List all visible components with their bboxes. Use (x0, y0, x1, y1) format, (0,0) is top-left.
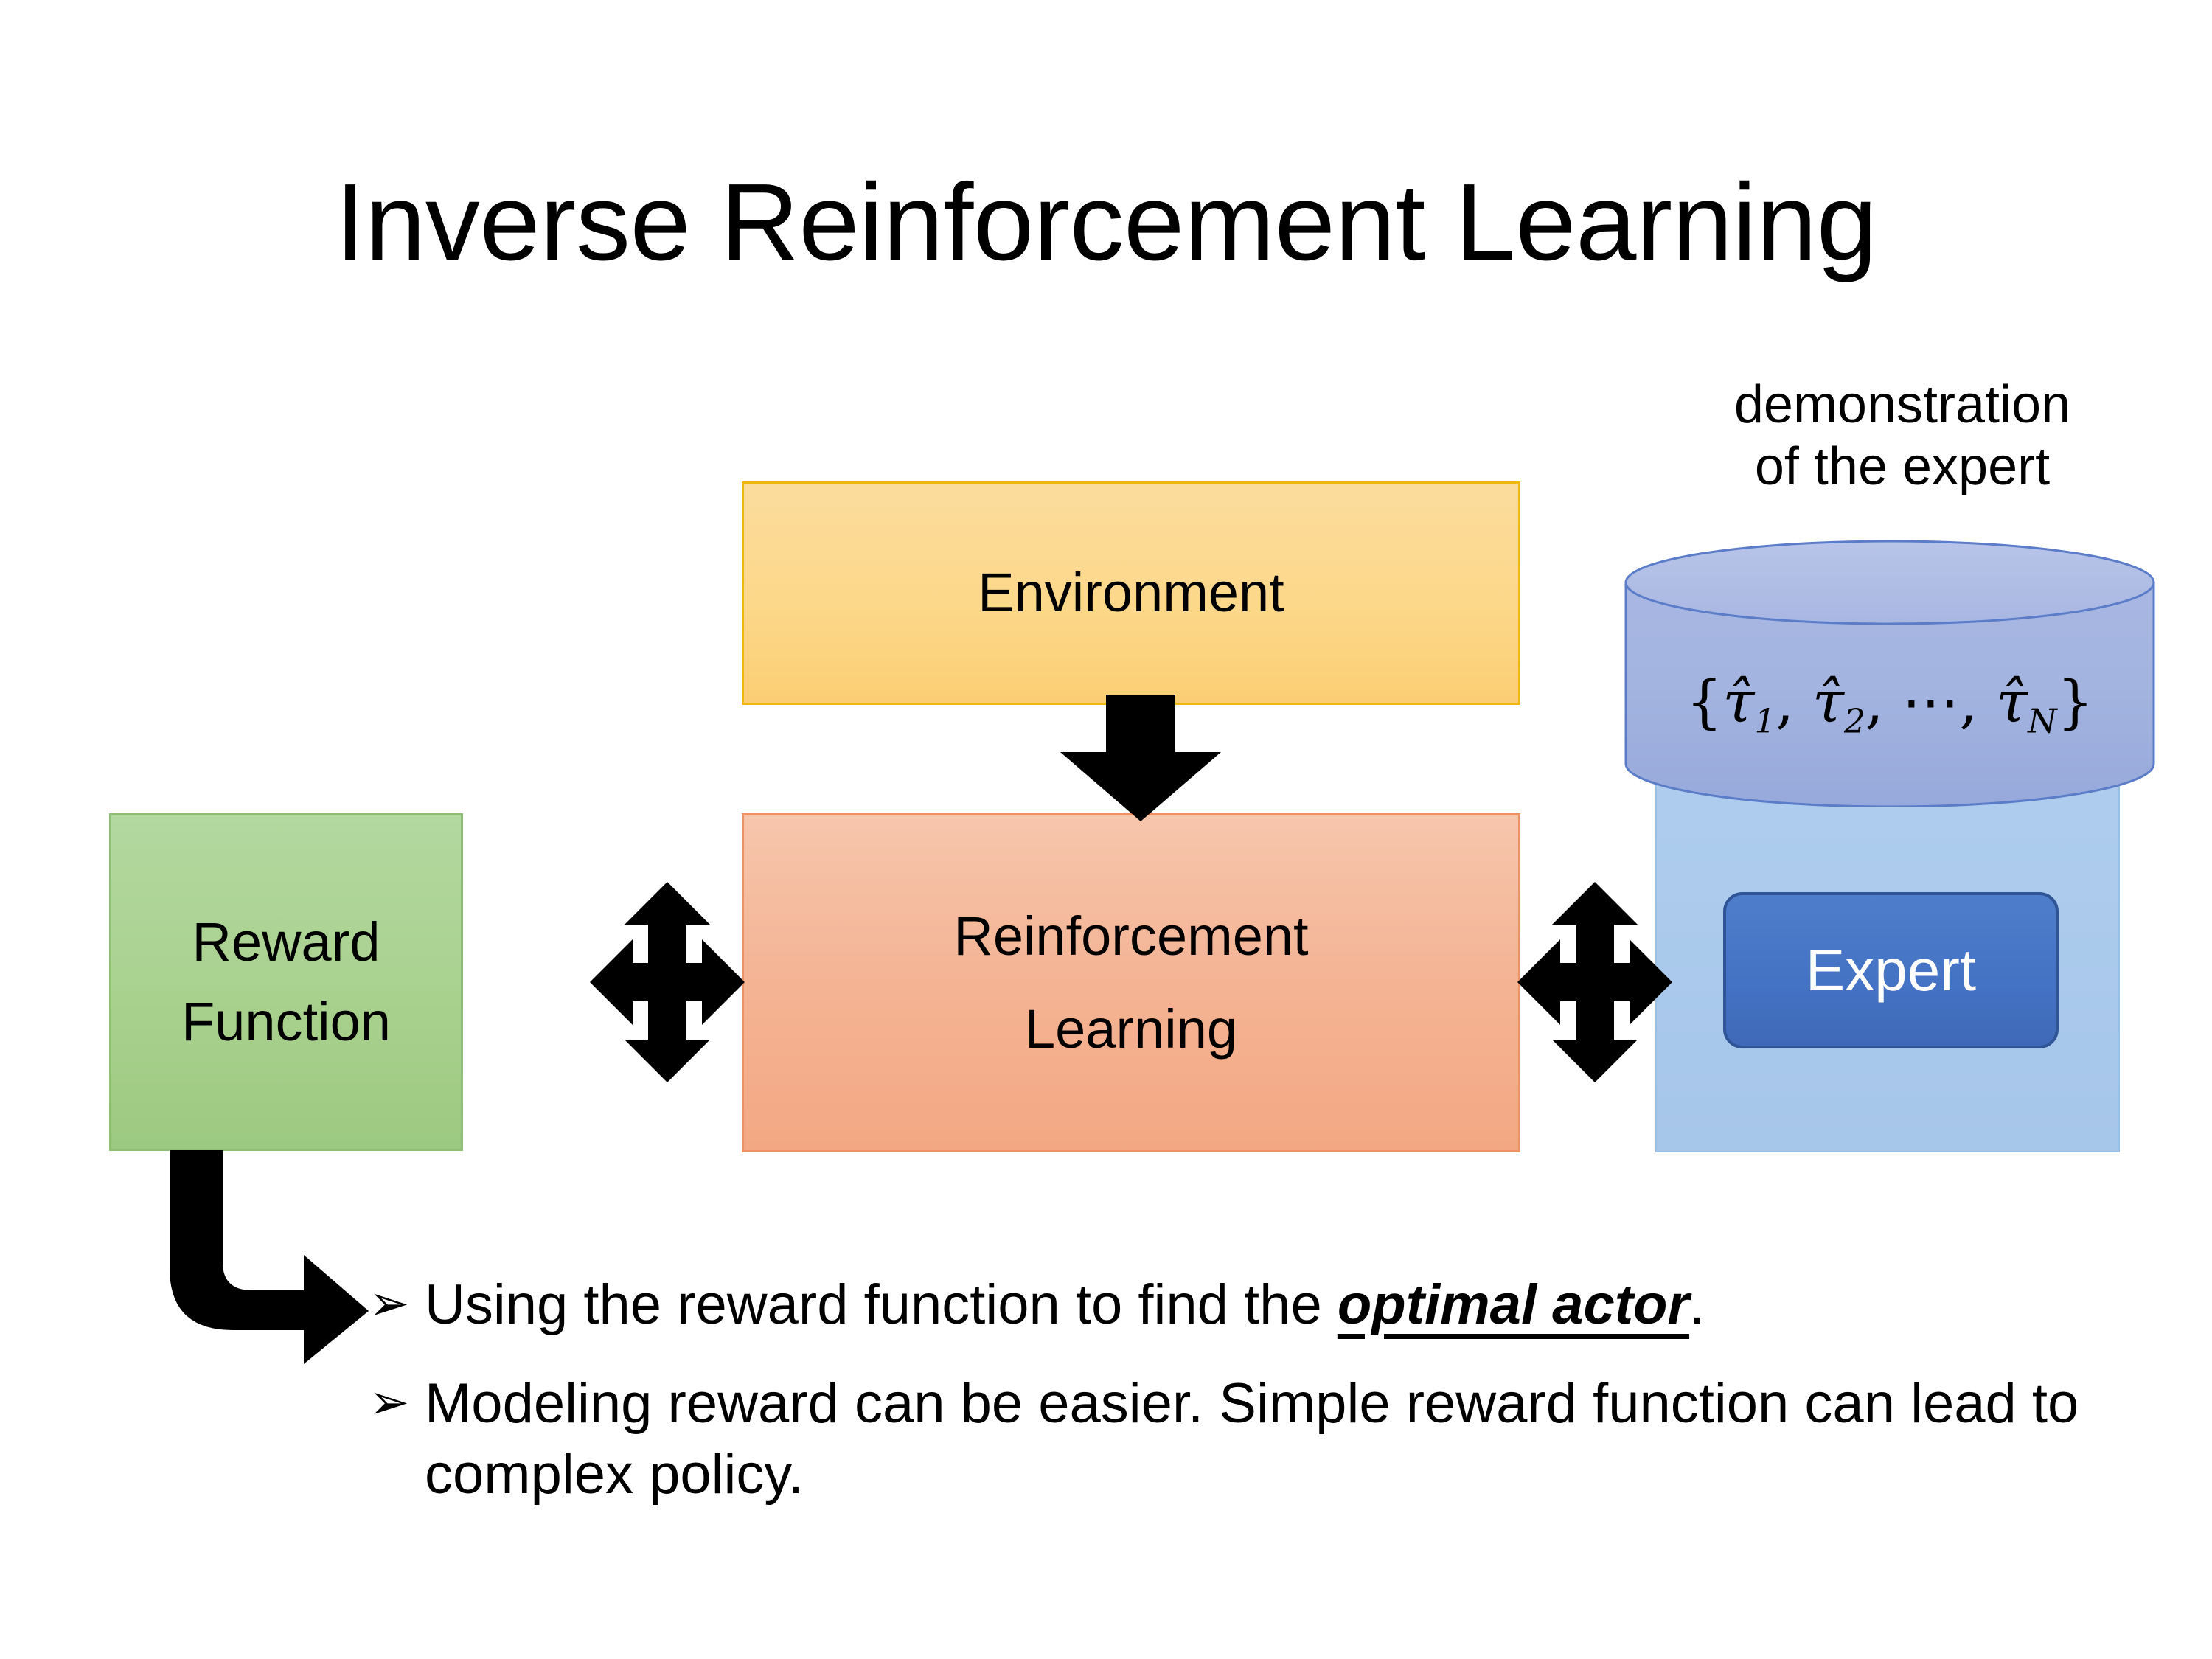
bullet-emphasis: optimal actor (1337, 1273, 1690, 1336)
page-title: Inverse Reinforcement Learning (335, 161, 1877, 283)
four-way-arrow-icon (1517, 882, 1672, 1082)
bullet-chevron-icon: ➢ (369, 1276, 410, 1330)
environment-node: Environment (742, 481, 1520, 705)
bullet-list: ➢ Using the reward function to find the … (369, 1270, 2101, 1537)
bullet-text-pre: Using the reward function to find the (425, 1273, 1338, 1336)
bullet-text-post: . (1689, 1273, 1705, 1336)
expert-label: Expert (1805, 937, 1977, 1003)
down-arrow-icon (1060, 695, 1221, 821)
reward-function-label-line2: Function (181, 991, 391, 1052)
bullet-text: Modeling reward can be easier. Simple re… (425, 1368, 2101, 1510)
demonstration-caption-line1: demonstration (1733, 375, 2071, 434)
list-item: ➢ Using the reward function to find the … (369, 1270, 2101, 1340)
bullet-text-pre: Modeling reward can be easier. Simple re… (425, 1371, 2079, 1506)
reward-function-node: Reward Function (109, 813, 463, 1151)
trajectory-set-formula: {τ̂1, τ̂2, ⋯, τ̂N} (1686, 669, 2094, 741)
expert-node: Expert (1723, 892, 2059, 1048)
environment-label: Environment (978, 562, 1284, 624)
bullet-text: Using the reward function to find the op… (425, 1270, 2101, 1340)
demonstration-caption: demonstration of the expert (1644, 375, 2160, 498)
bullet-chevron-icon: ➢ (369, 1374, 410, 1429)
reinforcement-learning-label-line1: Reinforcement (953, 905, 1309, 967)
elbow-arrow-icon (170, 1150, 369, 1364)
demonstration-caption-line2: of the expert (1754, 437, 2051, 496)
four-way-arrow-icon (590, 882, 745, 1082)
reward-function-label-line1: Reward (192, 911, 380, 973)
reinforcement-learning-label-line2: Learning (1024, 998, 1237, 1060)
reinforcement-learning-node: Reinforcement Learning (742, 813, 1520, 1152)
database-cylinder-icon (1624, 540, 2155, 807)
list-item: ➢ Modeling reward can be easier. Simple … (369, 1368, 2101, 1510)
